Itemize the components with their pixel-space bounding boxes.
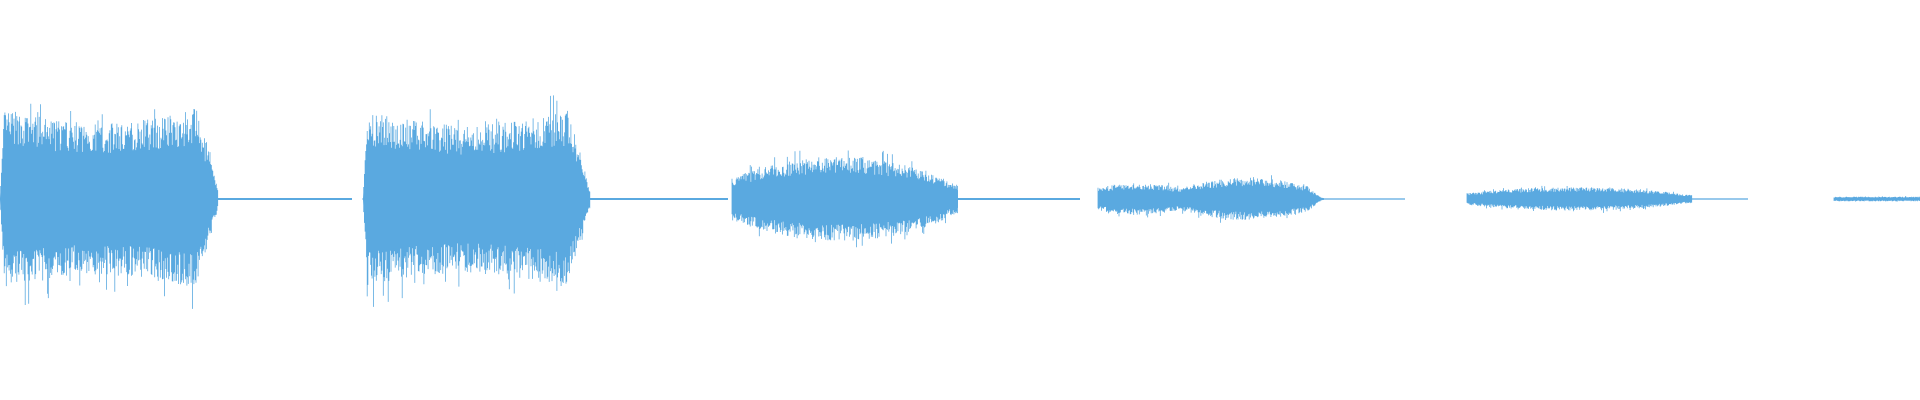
waveform-segment-6 — [1833, 196, 1920, 202]
waveform-core — [0, 144, 218, 254]
waveform-segment-3 — [731, 150, 1080, 248]
waveform-segment-2 — [362, 95, 728, 307]
waveform-core — [1834, 197, 1920, 201]
waveform-segment-4 — [1097, 175, 1405, 223]
waveform-segment-1 — [0, 103, 352, 309]
waveform-core — [1467, 191, 1691, 207]
waveform-layer — [0, 95, 1920, 309]
waveform-core — [363, 145, 589, 253]
waveform-core — [732, 173, 958, 225]
waveform-core — [1098, 186, 1324, 212]
waveform-segment-5 — [1466, 185, 1748, 213]
